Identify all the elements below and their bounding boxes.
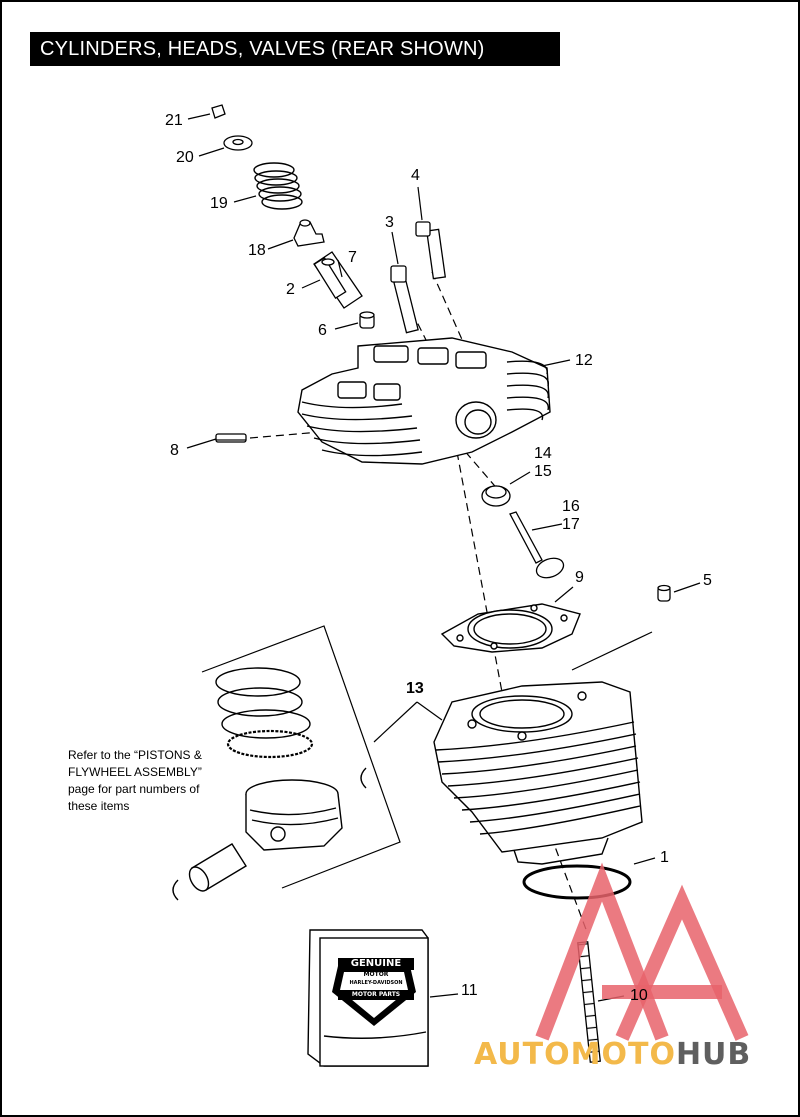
callout-13: 13 [406, 680, 424, 697]
callout-4: 4 [411, 167, 420, 184]
callout-2: 2 [286, 281, 295, 298]
watermark-text: AUTOMOTOHUB [474, 1037, 751, 1072]
watermark-part2: HUB [675, 1037, 752, 1072]
callout-18: 18 [248, 242, 266, 259]
callout-10: 10 [630, 987, 648, 1004]
dowel-part [215, 433, 247, 443]
logo-genuine-word: GENUINE [338, 958, 414, 970]
bushing-part [359, 311, 375, 329]
o-ring-part [522, 864, 632, 900]
watermark-part1: AUTOMOTO [474, 1037, 676, 1072]
callout-15: 15 [534, 463, 552, 480]
genuine-logo-text: GENUINE MOTOR HARLEY-DAVIDSON MOTOR PART… [338, 958, 414, 1000]
valve-seat-part [481, 485, 511, 507]
logo-brand-word: HARLEY-DAVIDSON [349, 980, 403, 986]
logo-motor-word: MOTOR [363, 971, 389, 978]
callout-20: 20 [176, 149, 194, 166]
callout-3: 3 [385, 214, 394, 231]
circlip-part [172, 767, 367, 901]
callout-16: 16 [562, 498, 580, 515]
cylinder-head-part [297, 337, 551, 465]
page-title: CYLINDERS, HEADS, VALVES (REAR SHOWN) [30, 32, 560, 66]
valve-part [509, 511, 565, 579]
callout-1: 1 [660, 849, 669, 866]
callout-9: 9 [575, 569, 584, 586]
callout-14: 14 [534, 445, 552, 462]
valve-guide-part [313, 251, 363, 309]
piston-group-outline [201, 625, 401, 889]
callout-8: 8 [170, 442, 179, 459]
watermark-triangle-logo [535, 862, 749, 1041]
piston-rings-part [215, 667, 314, 759]
callout-17: 17 [562, 516, 580, 533]
head-bolt-long-part [415, 221, 447, 280]
head-bolt-short-part [390, 265, 419, 334]
head-gasket-part [440, 603, 581, 653]
valve-spring-part [253, 162, 303, 210]
logo-motor-parts-word: MOTOR PARTS [338, 990, 414, 1000]
callout-19: 19 [210, 195, 228, 212]
valve-seal-part [293, 219, 325, 247]
callout-5: 5 [703, 572, 712, 589]
callout-7: 7 [348, 249, 357, 266]
reference-note: Refer to the “PISTONS & FLYWHEEL ASSEMBL… [68, 748, 202, 813]
cylinder-part [433, 681, 643, 865]
callout-12: 12 [575, 352, 593, 369]
callout-21: 21 [165, 112, 183, 129]
callout-6: 6 [318, 322, 327, 339]
dowel-pin-part [657, 584, 671, 602]
valve-keeper-part [211, 104, 226, 119]
wrist-pin-part [188, 843, 247, 892]
spring-collar-part [223, 135, 253, 151]
callout-11: 11 [461, 982, 478, 999]
piston-part [245, 779, 343, 851]
